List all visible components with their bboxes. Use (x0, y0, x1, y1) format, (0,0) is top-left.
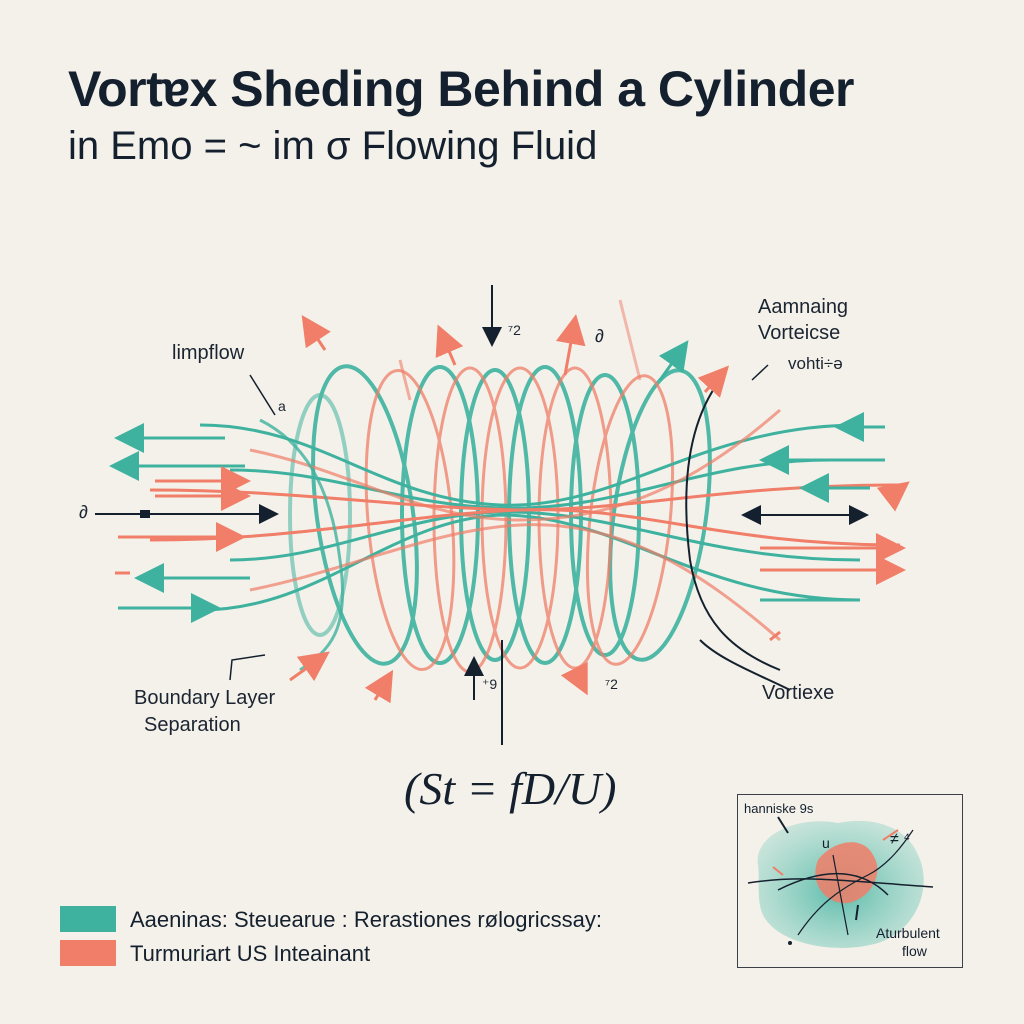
scatter-arrows (289, 299, 781, 704)
inset-bottom-label-2: flow (902, 943, 927, 959)
label-top-right-3: vohti÷ə (788, 354, 843, 373)
inset-label-f: ≠ ⁴ (890, 831, 911, 848)
turbulent-flow-inset: hanniske 9s u ≠ ⁴ Aturbulent flow (737, 794, 963, 968)
inset-graphic (747, 816, 934, 948)
label-tick-a: a (278, 398, 286, 414)
leader-lines (229, 364, 769, 681)
inset-label-u: u (822, 835, 830, 851)
label-top-right-1: Aamnaing (758, 296, 849, 318)
label-tick-bottom: ⁷2 (605, 676, 618, 692)
inset-bottom-label-1: Aturbulent (876, 925, 940, 941)
legend-swatch-teal (60, 906, 116, 932)
page-title: Vortɐx Sheding Behind a Cylinder (68, 61, 854, 117)
vertical-arrows (464, 285, 503, 745)
label-vortex: Vortiexe (762, 682, 835, 704)
legend-row-2: Turmuriart US Inteainant (130, 941, 371, 966)
legend-swatch-coral (60, 940, 116, 966)
legend-row-1: Aaeninas: Steuearue : Rerastiones rølogr… (130, 907, 603, 932)
inset-top-label: hanniske 9s (744, 801, 814, 816)
streamlines (149, 379, 901, 691)
label-tick-mid: ⁺9 (482, 676, 498, 692)
outflow-arrows (741, 412, 910, 602)
inflow-arrows (95, 423, 279, 623)
label-boundary-1: Boundary Layer (134, 687, 276, 709)
label-tick-right: ∂ (595, 326, 604, 346)
label-inflow: limpflow (172, 342, 245, 364)
strouhal-equation: (St = fD/U) (404, 763, 617, 814)
label-boundary-2: Separation (144, 714, 241, 736)
page-subtitle: in Emo = ~ im σ Flowing Fluid (68, 124, 598, 168)
label-top-right-2: Vorteicse (758, 322, 841, 344)
label-tick-top: ⁷2 (508, 322, 521, 338)
label-tick-left: ∂ (79, 502, 88, 522)
